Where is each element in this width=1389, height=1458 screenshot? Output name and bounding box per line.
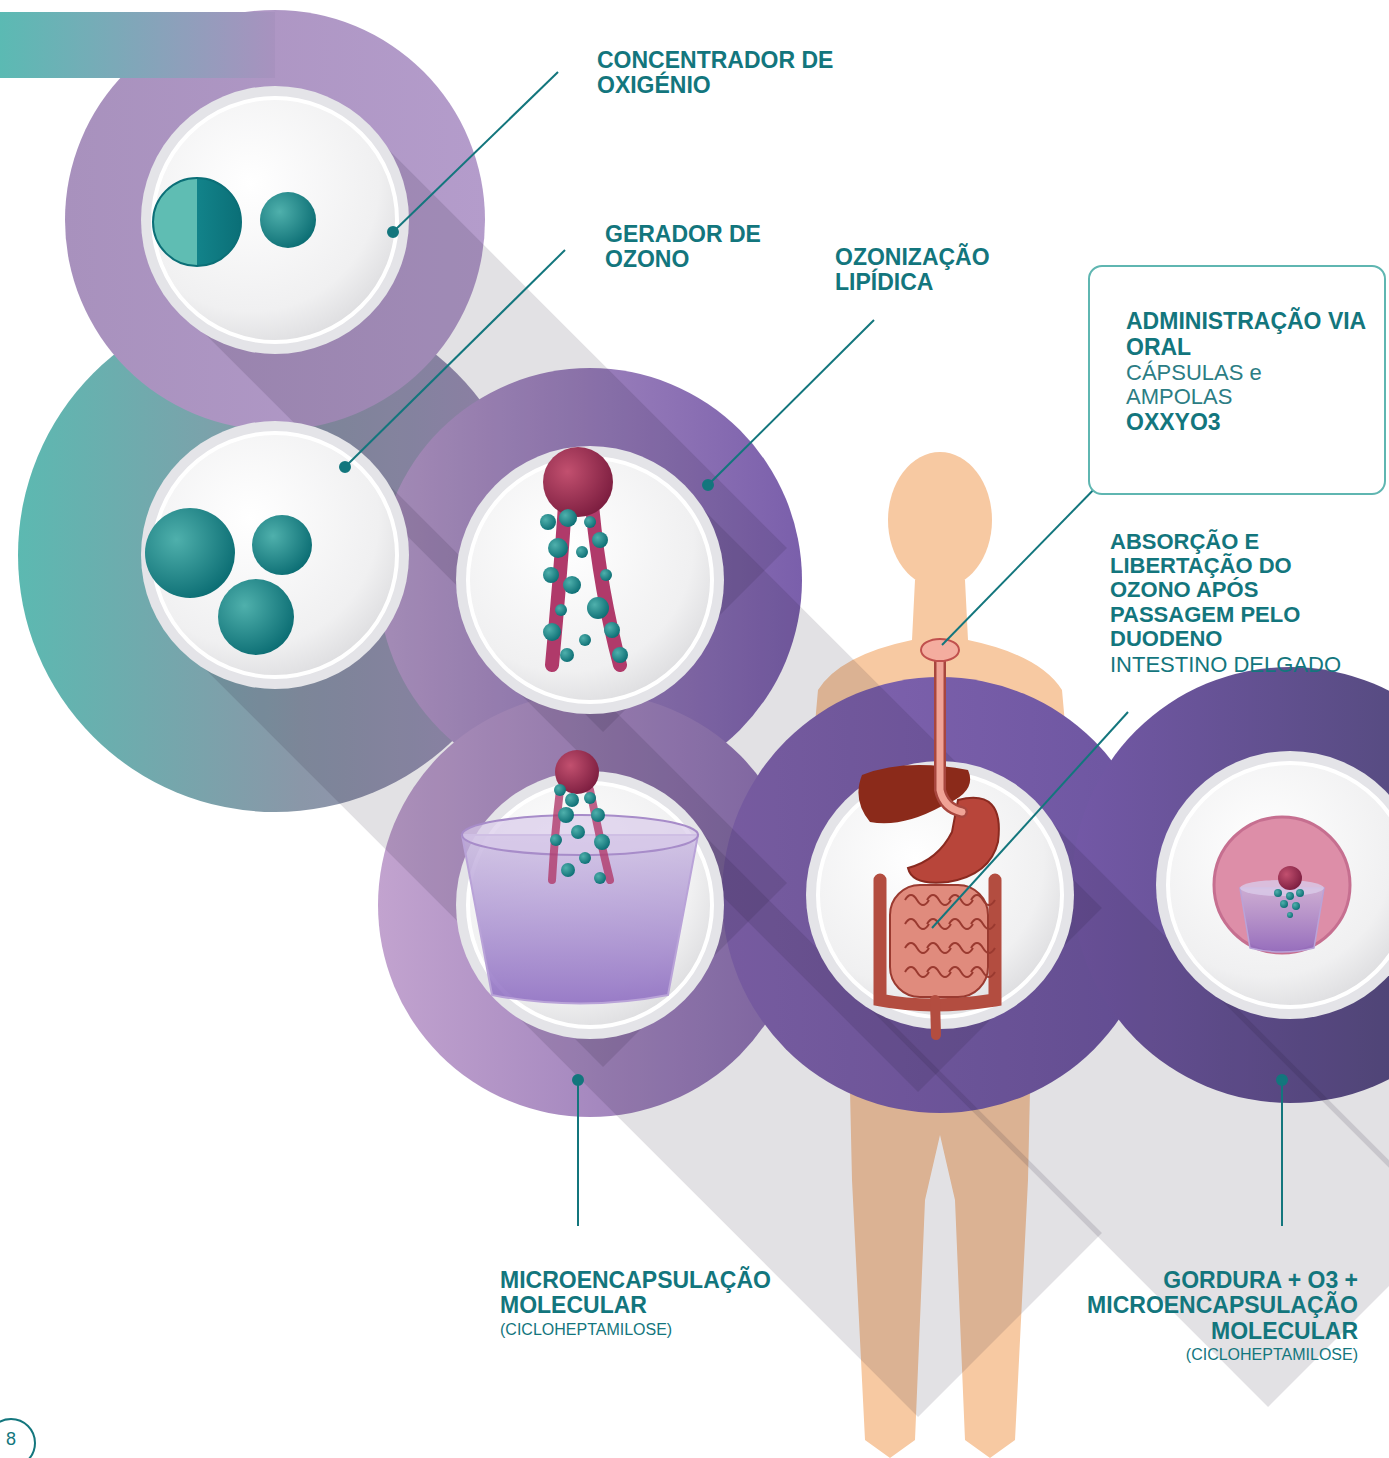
ozone-dot xyxy=(555,604,567,616)
leader-label: OZONIZAÇÃO LIPÍDICA xyxy=(835,245,1045,296)
long-shadow xyxy=(848,803,1389,1407)
leader-label: GERADOR DE OZONO xyxy=(605,222,805,273)
ozone-dot xyxy=(576,546,588,558)
ozone-dot xyxy=(1274,889,1282,897)
intestine-coil xyxy=(971,895,995,905)
top-band xyxy=(0,12,275,78)
disc xyxy=(153,98,397,342)
ozone-dot xyxy=(559,509,577,527)
ozone-dot xyxy=(591,808,605,822)
info-box: ADMINISTRAÇÃO VIA ORALCÁPSULAS e AMPOLAS… xyxy=(1088,265,1386,495)
ozone-dot xyxy=(563,576,581,594)
ozone-dot xyxy=(579,852,591,864)
ozone-dot xyxy=(612,647,628,663)
disc xyxy=(818,773,1062,1017)
intestine-coil xyxy=(927,943,951,953)
ozone-dot xyxy=(561,863,575,877)
ozone-dot xyxy=(584,516,596,528)
ozone-dot xyxy=(558,807,574,823)
ozone-dot xyxy=(554,784,566,796)
disc-rim xyxy=(1156,751,1389,1019)
ozone-dot xyxy=(550,834,562,846)
ozone-dot xyxy=(1286,892,1294,900)
ozone-dot xyxy=(594,834,610,850)
intestine-coil xyxy=(927,967,951,977)
leader-label: MICROENCAPSULAÇÃO MOLECULAR xyxy=(500,1268,820,1319)
intestine-coil xyxy=(905,943,929,953)
ozone-dot xyxy=(604,622,620,638)
ozone-dot xyxy=(565,793,579,807)
intestine-coil xyxy=(971,943,995,953)
intestine-coil xyxy=(949,967,973,977)
ozone-dot xyxy=(594,872,606,884)
intestine-coil xyxy=(905,895,929,905)
intestine-coil xyxy=(927,895,951,905)
intestine-coil xyxy=(949,919,973,929)
ozone-dot xyxy=(1280,900,1288,908)
ozone-dot xyxy=(560,648,574,662)
leader-label: CONCENTRADOR DE OXIGÉNIO xyxy=(597,48,847,99)
ozone-dot xyxy=(540,514,556,530)
ozone-dot xyxy=(543,623,561,641)
ozone-dot xyxy=(579,634,591,646)
ozone-dot xyxy=(548,538,568,558)
leader-sublabel: (CICLOHEPTAMILOSE) xyxy=(500,1321,820,1339)
disc-rim xyxy=(456,771,724,1039)
page-number: 8 xyxy=(6,1429,34,1449)
leader-label: ABSORÇÃO E LIBERTAÇÃO DO OZONO APÓS PASS… xyxy=(1110,530,1355,651)
leader-sublabel: INTESTINO DELGADO xyxy=(1110,653,1382,677)
ozone-dot xyxy=(600,569,612,581)
disc-rim xyxy=(141,86,409,354)
ozone-dot xyxy=(1292,902,1300,910)
product-name: OXXYO3 xyxy=(1126,410,1370,436)
ozone-dot xyxy=(592,532,608,548)
disc xyxy=(1168,763,1389,1007)
disc-rim xyxy=(456,446,724,714)
box-heading: ADMINISTRAÇÃO VIA ORAL xyxy=(1126,309,1370,361)
intestine-coil xyxy=(905,919,929,929)
ozone-dot xyxy=(571,825,585,839)
disc-rim xyxy=(141,421,409,689)
leader-label: GORDURA + O3 + MICROENCAPSULAÇÃO MOLECUL… xyxy=(1048,1268,1358,1344)
intestine-coil xyxy=(949,943,973,953)
ozone-dot xyxy=(1296,889,1304,897)
intestine-coil xyxy=(905,967,929,977)
box-body: CÁPSULAS e AMPOLAS xyxy=(1126,361,1370,410)
intestine-coil xyxy=(971,919,995,929)
ozone-dot xyxy=(1287,912,1293,918)
leader-sublabel: (CICLOHEPTAMILOSE) xyxy=(1048,1346,1358,1364)
page-number-badge: 8 xyxy=(0,1418,36,1458)
ozone-dot xyxy=(587,597,609,619)
ozone-dot xyxy=(543,567,559,583)
intestine-coil xyxy=(971,967,995,977)
ozone-dot xyxy=(584,792,596,804)
